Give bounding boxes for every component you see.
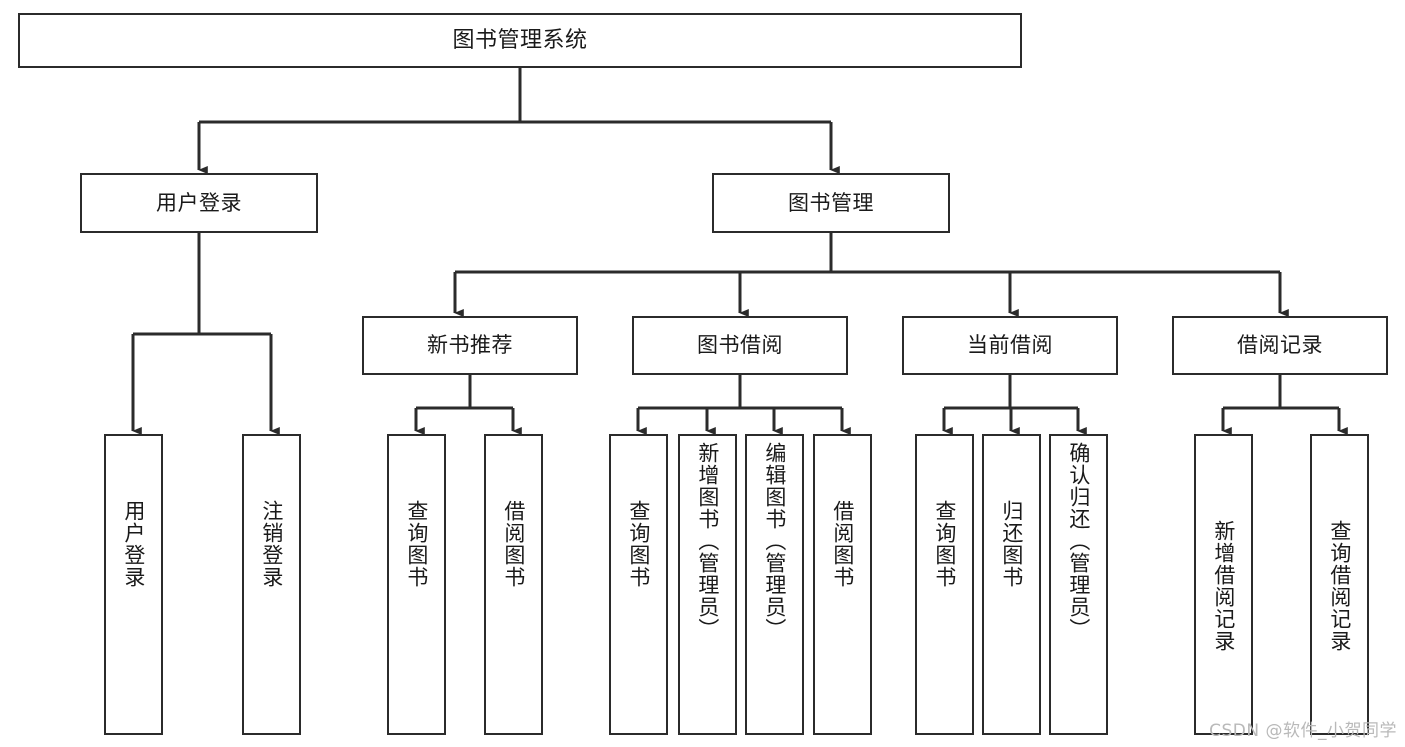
node-label: 归还图书 bbox=[999, 500, 1024, 588]
node-leaf-confirm-return-admin[interactable]: 确认归还（管理员） bbox=[1049, 434, 1108, 735]
node-label: 新增图书（管理员） bbox=[695, 442, 720, 640]
node-label: 确认归还（管理员） bbox=[1066, 442, 1091, 640]
node-label: 新书推荐 bbox=[427, 333, 513, 358]
node-new-book-recommend[interactable]: 新书推荐 bbox=[362, 316, 578, 375]
node-leaf-borrow-books-new[interactable]: 借阅图书 bbox=[484, 434, 543, 735]
node-label: 用户登录 bbox=[121, 500, 146, 588]
node-label: 借阅图书 bbox=[830, 500, 855, 588]
node-book-management[interactable]: 图书管理 bbox=[712, 173, 950, 233]
node-leaf-query-books-new[interactable]: 查询图书 bbox=[387, 434, 446, 735]
node-leaf-logout[interactable]: 注销登录 bbox=[242, 434, 301, 735]
node-label: 借阅图书 bbox=[501, 500, 526, 588]
node-label: 查询图书 bbox=[626, 500, 651, 588]
node-label: 图书管理系统 bbox=[452, 27, 588, 53]
node-borrow-records[interactable]: 借阅记录 bbox=[1172, 316, 1388, 375]
node-leaf-query-borrow-record[interactable]: 查询借阅记录 bbox=[1310, 434, 1369, 735]
node-label: 查询图书 bbox=[404, 500, 429, 588]
node-leaf-return-books[interactable]: 归还图书 bbox=[982, 434, 1041, 735]
node-label: 借阅记录 bbox=[1237, 333, 1323, 358]
node-leaf-query-books-current[interactable]: 查询图书 bbox=[915, 434, 974, 735]
node-label: 图书管理 bbox=[788, 190, 874, 215]
watermark-text: CSDN @软件_小贺同学 bbox=[1209, 721, 1397, 741]
node-label: 查询图书 bbox=[932, 500, 957, 588]
node-leaf-user-login[interactable]: 用户登录 bbox=[104, 434, 163, 735]
node-label: 新增借阅记录 bbox=[1211, 520, 1236, 652]
node-label: 当前借阅 bbox=[967, 333, 1053, 358]
node-label: 编辑图书（管理员） bbox=[762, 442, 787, 640]
node-current-borrow[interactable]: 当前借阅 bbox=[902, 316, 1118, 375]
node-leaf-query-books-borrow[interactable]: 查询图书 bbox=[609, 434, 668, 735]
node-label: 查询借阅记录 bbox=[1327, 520, 1352, 652]
node-leaf-edit-book-admin[interactable]: 编辑图书（管理员） bbox=[745, 434, 804, 735]
node-user-login[interactable]: 用户登录 bbox=[80, 173, 318, 233]
node-book-borrow[interactable]: 图书借阅 bbox=[632, 316, 848, 375]
node-root-system[interactable]: 图书管理系统 bbox=[18, 13, 1022, 68]
node-leaf-add-borrow-record[interactable]: 新增借阅记录 bbox=[1194, 434, 1253, 735]
node-leaf-borrow-books[interactable]: 借阅图书 bbox=[813, 434, 872, 735]
node-label: 用户登录 bbox=[156, 190, 242, 215]
node-label: 注销登录 bbox=[259, 500, 284, 588]
node-label: 图书借阅 bbox=[697, 333, 783, 358]
node-leaf-add-book-admin[interactable]: 新增图书（管理员） bbox=[678, 434, 737, 735]
